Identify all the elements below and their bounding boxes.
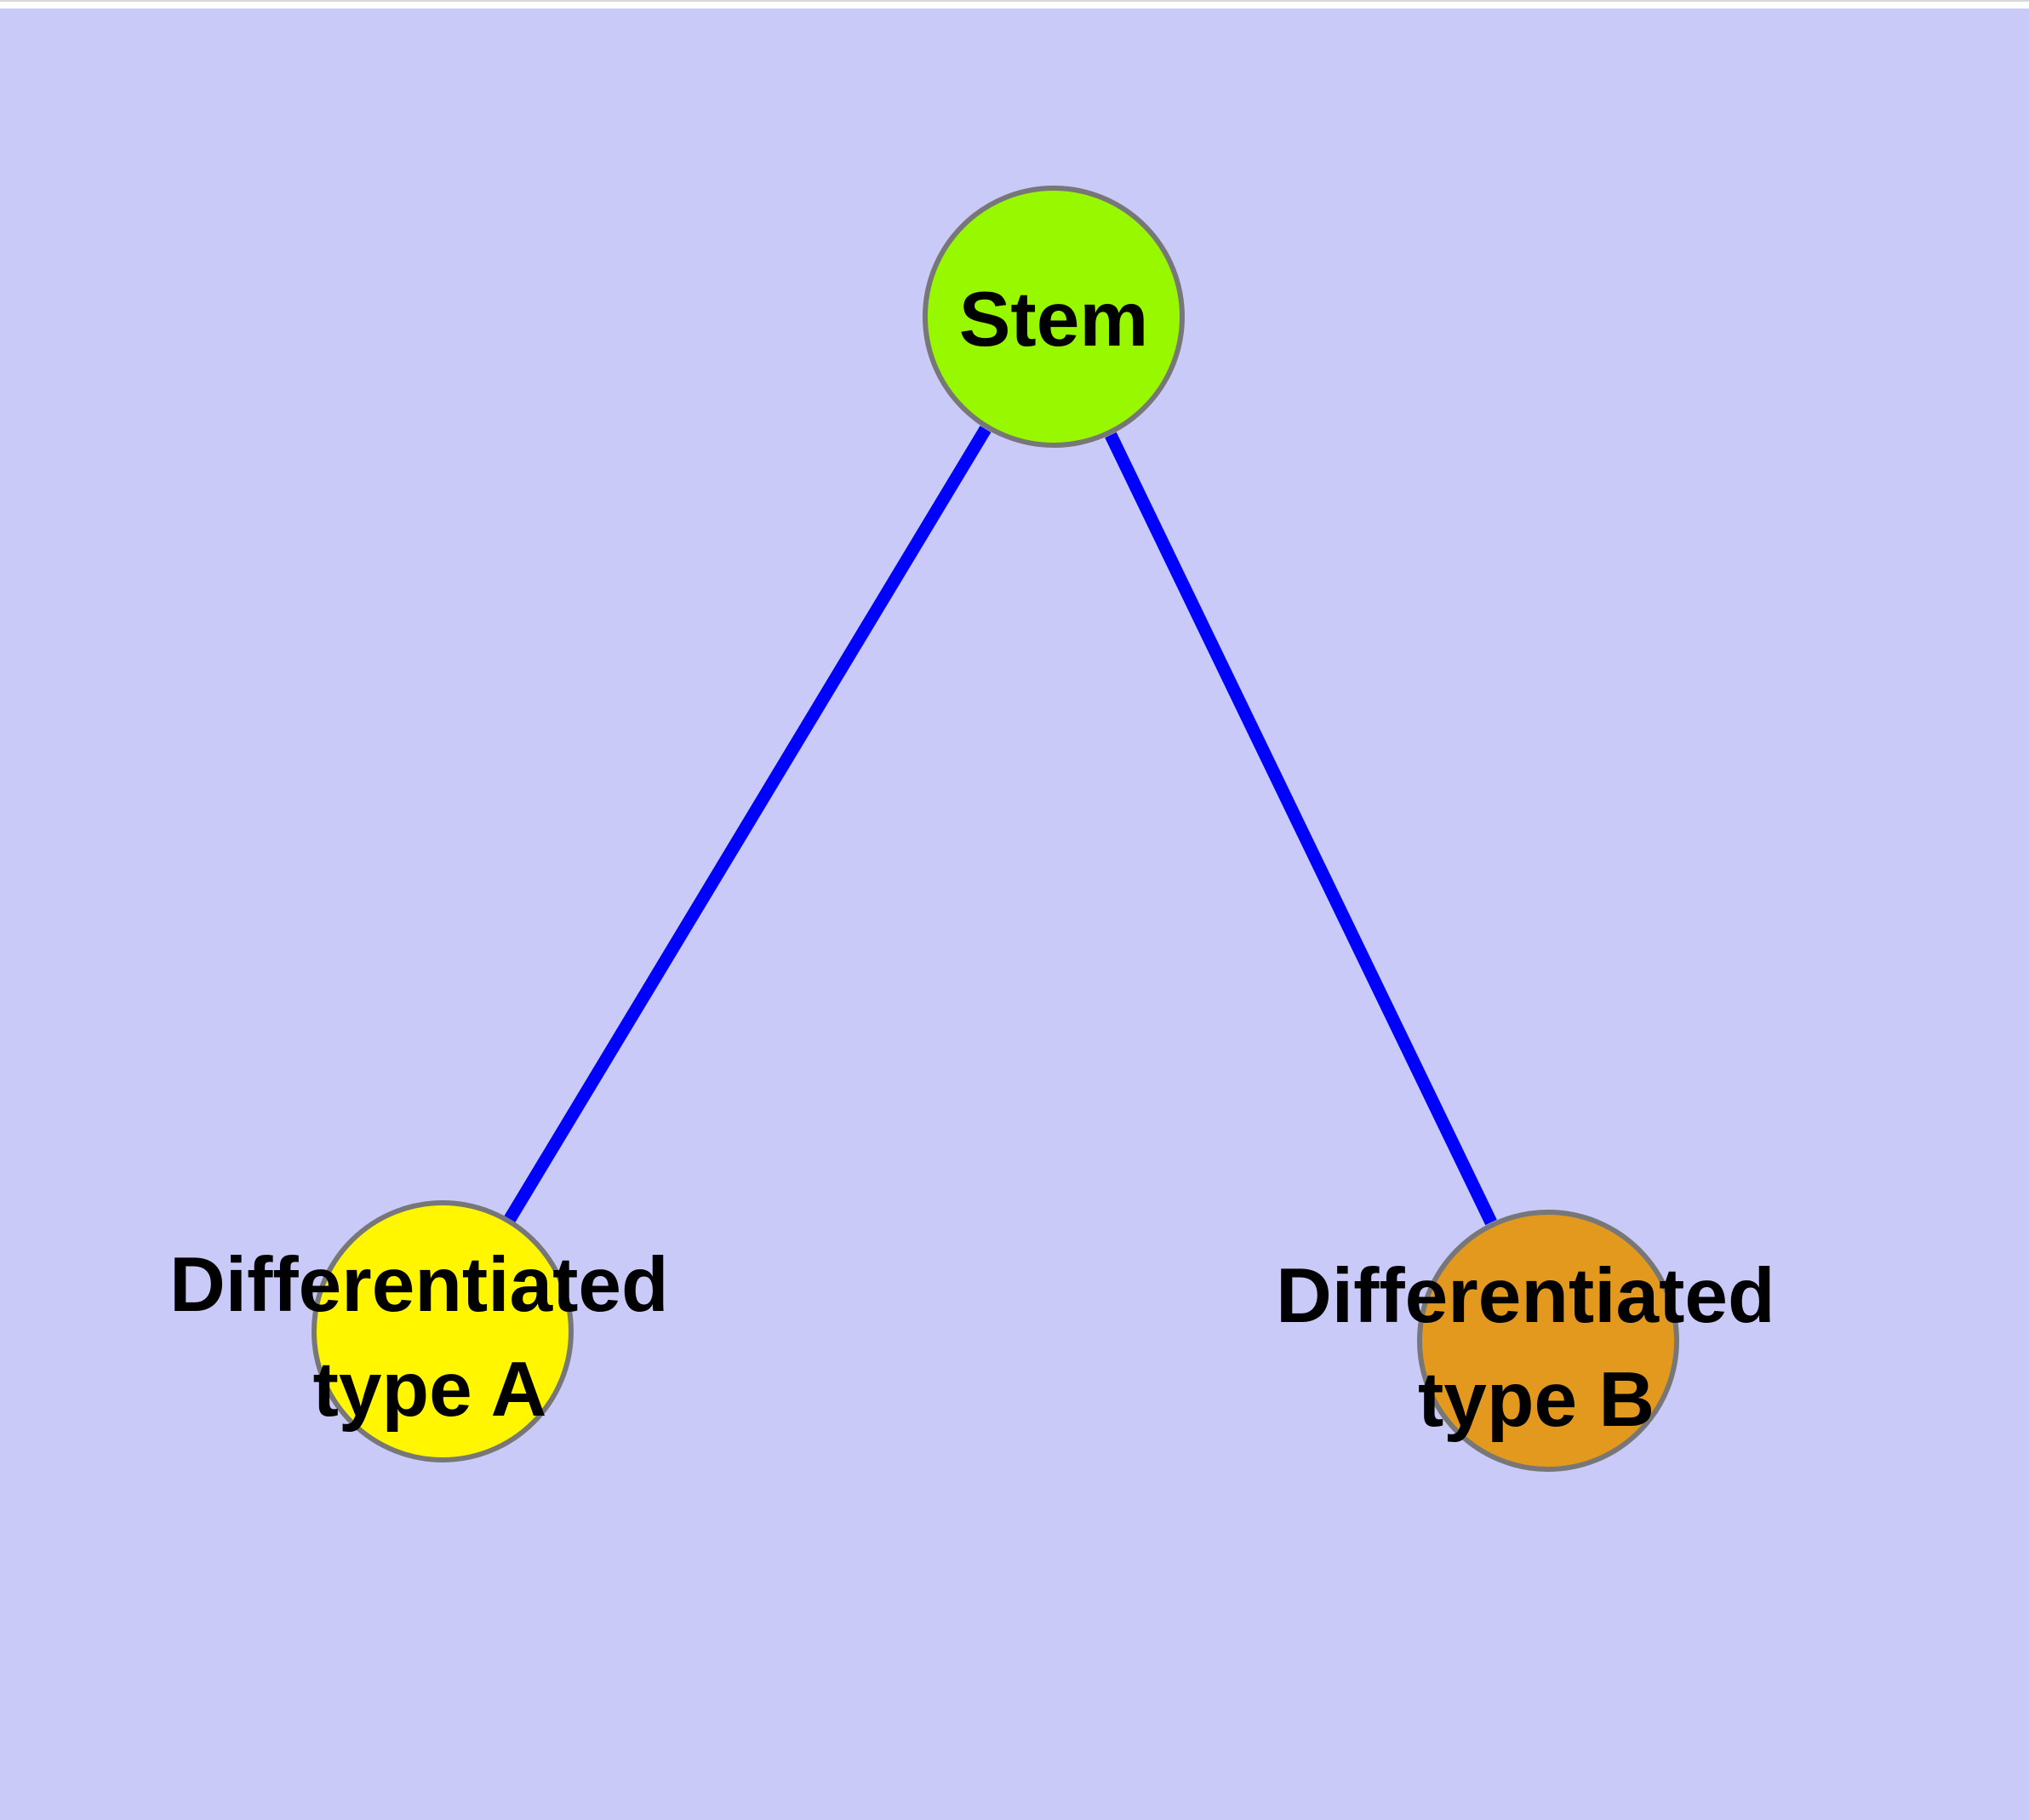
node-stem-label: Stem	[959, 277, 1149, 363]
node-type-a-label-line1: Differentiated	[169, 1242, 669, 1328]
node-type-a-label-line2: type A	[313, 1347, 547, 1433]
node-type-b	[1417, 1210, 1679, 1472]
edge-stem-to-type-b	[1105, 432, 1497, 1226]
node-type-b-label-line1: Differentiated	[1276, 1253, 1775, 1339]
node-type-a	[311, 1200, 574, 1462]
node-stem	[923, 186, 1185, 448]
edge-stem-to-type-a	[504, 426, 992, 1222]
node-type-a-label: Differentiated type A	[169, 1242, 690, 1433]
node-type-b-label-line2: type B	[1418, 1357, 1655, 1443]
top-window-strip	[0, 0, 2029, 9]
node-type-b-label: Differentiated type B	[1276, 1253, 1797, 1443]
